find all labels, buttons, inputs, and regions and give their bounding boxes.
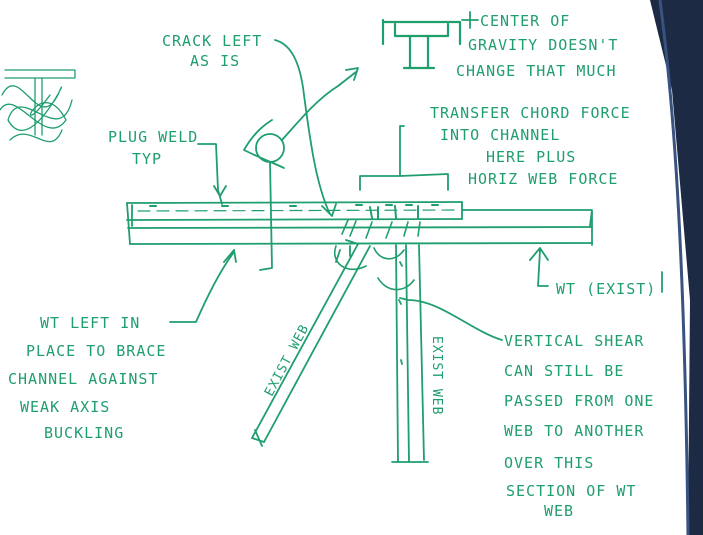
note-transfer-line2: INTO CHANNEL	[440, 126, 561, 144]
crack-marks	[377, 277, 415, 291]
note-shear-line7: WEB	[544, 502, 575, 520]
note-shear-line2: CAN STILL BE	[504, 362, 625, 380]
note-shear-line5: OVER THIS	[504, 454, 595, 472]
transfer-bracket	[359, 125, 449, 191]
scribble-sketch	[0, 69, 76, 143]
shear-leader	[399, 297, 503, 341]
note-transfer-line3: HERE PLUS	[486, 148, 577, 166]
existing-diagonal-web	[251, 239, 371, 447]
note-plug-weld-typ: TYP	[132, 150, 163, 168]
note-transfer-line4: HORIZ WEB FORCE	[468, 170, 619, 188]
note-crack-line2: AS IS	[190, 52, 241, 70]
asterisk-mark	[461, 11, 479, 29]
note-wt-left-line3: CHANNEL AGAINST	[8, 370, 159, 388]
note-wt-left-line2: PLACE TO BRACE	[26, 342, 167, 360]
note-cg-line3: CHANGE THAT MUCH	[456, 62, 617, 80]
note-shear-line4: WEB TO ANOTHER	[504, 422, 645, 440]
note-shear-line3: PASSED FROM ONE	[504, 392, 655, 410]
note-wt-left-line1: WT LEFT IN	[40, 314, 141, 332]
note-shear-line1: VERTICAL SHEAR	[504, 332, 645, 350]
note-cg-line1: CENTER OF	[480, 12, 571, 30]
note-plug-weld: PLUG WELD	[108, 128, 199, 146]
wt-exist-arrow	[529, 247, 549, 287]
page-edge	[650, 0, 703, 535]
note-cg-line2: GRAVITY DOESN'T	[468, 36, 619, 54]
existing-vertical-web	[391, 244, 429, 463]
note-wt-left-line4: WEAK AXIS	[20, 398, 111, 416]
plug-weld-marks	[149, 204, 439, 219]
note-exist-web-vertical: EXIST WEB	[429, 336, 444, 416]
top-chord	[126, 201, 593, 246]
note-wt-left-line5: BUCKLING	[44, 424, 125, 442]
note-wt-exist: WT (EXIST)	[556, 280, 657, 298]
channel-section-icon	[381, 18, 462, 70]
note-crack-line1: CRACK LEFT	[162, 32, 263, 50]
note-transfer-line1: TRANSFER CHORD FORCE	[430, 104, 631, 122]
page-edge-highlight	[658, 0, 690, 535]
plug-weld-leader	[197, 143, 227, 205]
wt-left-leader	[169, 249, 237, 323]
note-shear-line6: SECTION OF WT	[506, 482, 637, 500]
transfer-zone-ticks	[333, 219, 421, 271]
crack-leader	[243, 39, 359, 271]
